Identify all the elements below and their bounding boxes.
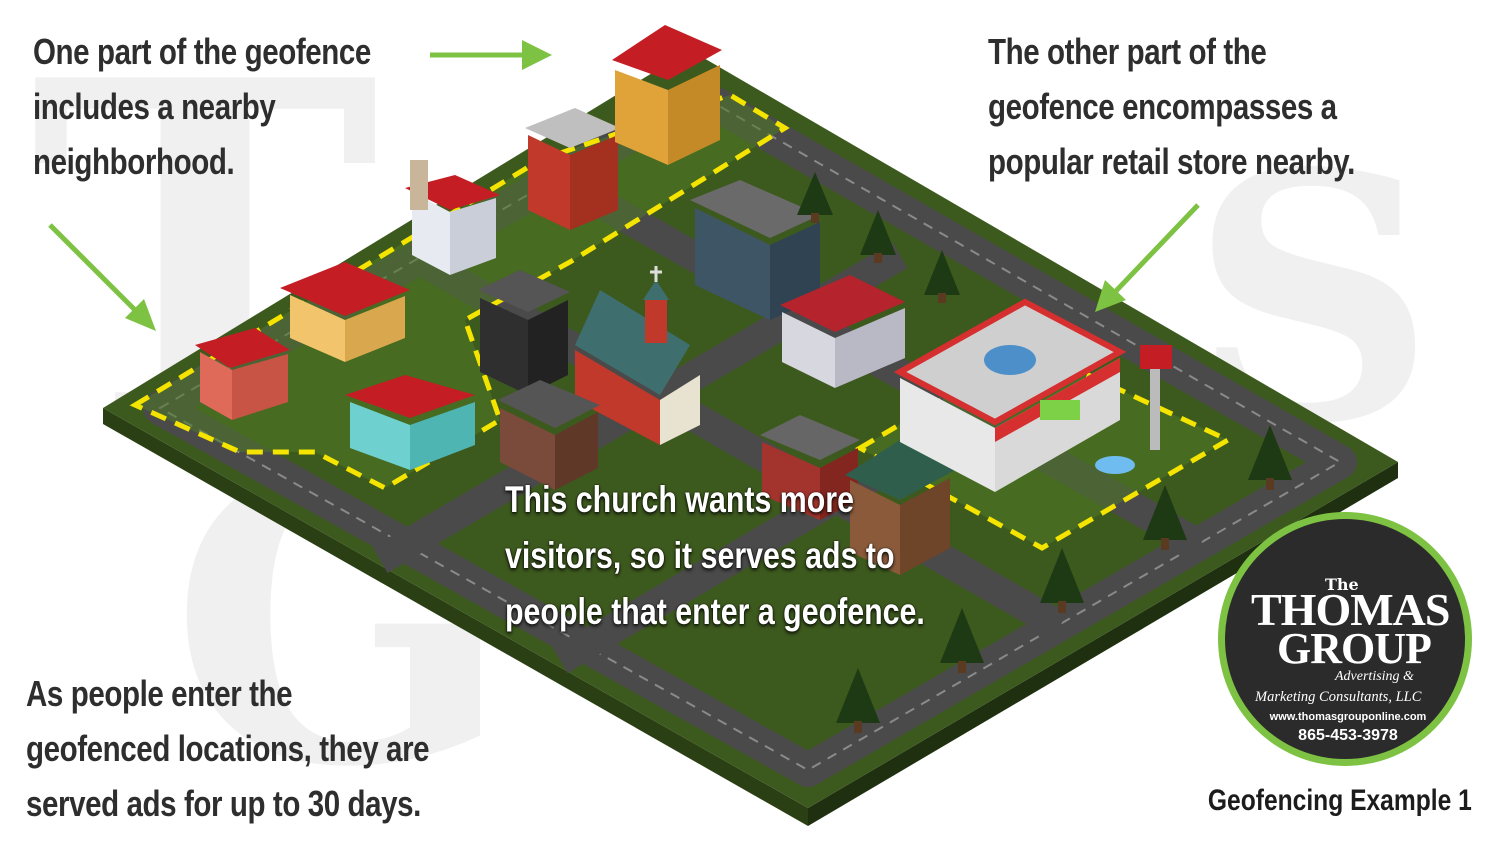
church-icon <box>575 266 700 445</box>
arrow-icon <box>430 40 552 70</box>
caption-line: geofence encompasses a <box>988 86 1337 127</box>
logo-phone: 865-453-3978 <box>1298 727 1398 744</box>
building-icon <box>760 415 860 520</box>
company-logo: The THOMAS GROUP Advertising & Marketing… <box>1218 512 1472 766</box>
building-icon <box>498 380 600 490</box>
building-icon <box>690 180 820 320</box>
caption-line: people that enter a geofence. <box>505 591 925 632</box>
caption-line: popular retail store nearby. <box>988 141 1355 182</box>
building-icon <box>525 108 620 230</box>
logo-thomas: THOMAS <box>1251 584 1450 635</box>
footer-title: Geofencing Example 1 <box>1208 784 1472 817</box>
building-icon <box>845 440 955 575</box>
caption-line: geofenced locations, they are <box>26 728 430 769</box>
logo-the: The <box>1325 575 1359 594</box>
arrow-icon <box>1095 203 1200 312</box>
house-icon <box>405 160 500 275</box>
arrow-icon <box>48 223 156 331</box>
store-icon <box>893 298 1172 492</box>
caption-line: As people enter the <box>26 673 293 714</box>
tree-icon <box>797 172 1292 733</box>
house-icon <box>280 262 410 362</box>
logo-tagline-2: Marketing Consultants, LLC <box>1255 689 1422 705</box>
house-icon <box>345 375 475 470</box>
caption-ads: As people enter the geofenced locations,… <box>26 666 430 831</box>
building-icon <box>780 275 905 388</box>
caption-line: One part of the geofence <box>33 31 371 72</box>
logo-group: GROUP <box>1277 624 1432 673</box>
caption-retail: The other part of the geofence encompass… <box>988 24 1355 189</box>
caption-line: The other part of the <box>988 31 1267 72</box>
house-icon <box>195 328 290 420</box>
building-icon <box>478 270 570 395</box>
caption-line: served ads for up to 30 days. <box>26 783 421 824</box>
caption-church: This church wants more visitors, so it s… <box>505 472 925 640</box>
building-icon <box>612 25 722 165</box>
caption-line: neighborhood. <box>33 141 235 182</box>
caption-line: visitors, so it serves ads to <box>505 535 895 576</box>
caption-line: includes a nearby <box>33 86 276 127</box>
caption-line: This church wants more <box>505 479 854 520</box>
logo-badge: The THOMAS GROUP Advertising & Marketing… <box>1225 519 1465 759</box>
logo-tagline-1: Advertising & <box>1335 669 1414 684</box>
caption-neighborhood: One part of the geofence includes a near… <box>33 24 371 189</box>
ground-side-left <box>103 408 808 826</box>
logo-url: www.thomasgrouponline.com <box>1269 711 1427 723</box>
